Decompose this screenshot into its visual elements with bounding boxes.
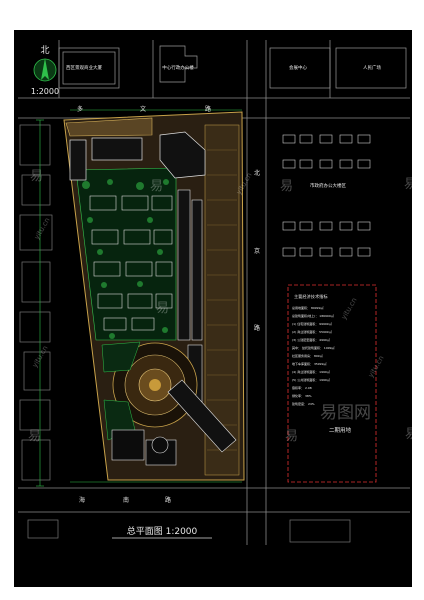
watermark-char: 易: [28, 429, 41, 444]
legend-line: (2) 商业建筑面积： 55999㎡: [292, 329, 332, 334]
legend-line: 地下车库面积： 35999㎡: [292, 361, 327, 366]
drawing-title: 总平面图 1:2000: [127, 525, 198, 537]
east-block-buildings: [282, 134, 371, 257]
legend-line: (1) 住宅建筑面积： 99999㎡: [292, 321, 332, 326]
residential-blocks: [89, 195, 173, 331]
north-label: 北: [40, 45, 49, 56]
central-circular-plaza: [112, 342, 198, 428]
trees: [82, 179, 169, 339]
legend-line: (5) 公共建筑面积： 1999㎡: [292, 377, 330, 382]
dimension-lines: [36, 109, 242, 487]
watermark-char: 易: [150, 179, 163, 194]
legend-title: 主要经济技术指标: [294, 293, 328, 300]
north-road-char-3: 路: [205, 105, 211, 113]
label-west-building: 西区景观商业大厦: [66, 64, 102, 71]
legend-line: 总用地面积： 89999㎡: [292, 305, 324, 310]
north-road-char-1: 多: [77, 105, 83, 113]
top-buildings: [58, 45, 407, 89]
residential-green-zone: [75, 167, 177, 341]
legend-line: (3) 公建配套面积： 4999㎡: [292, 337, 330, 342]
phase-two-label: 二期用地: [329, 426, 352, 434]
watermark-char: 易: [405, 427, 418, 442]
label-exhibition-center: 会展中心: [289, 64, 307, 71]
south-road-char-1: 海: [79, 496, 85, 504]
legend-line: (4) 商业建筑面积： 1999㎡: [292, 369, 330, 374]
east-road-char-2: 京: [254, 247, 260, 255]
diagonal-building: [167, 379, 237, 453]
label-admin-office: 中心行政办公楼: [162, 64, 194, 71]
legend-line: 总建筑面积(地上)： 186999㎡: [292, 313, 334, 318]
label-peoples-square: 人民广场: [363, 64, 381, 71]
watermark-char: 易: [404, 177, 417, 192]
east-block-label: 市政府办公大楼区: [310, 182, 346, 189]
west-buildings: [19, 124, 351, 543]
east-road-char-1: 北: [254, 169, 260, 177]
north-road-char-2: 文: [140, 105, 146, 113]
watermark-char: 易: [156, 301, 169, 316]
north-arrow: [33, 58, 57, 82]
scale-text: 1:2000: [31, 87, 59, 96]
south-road-char-3: 路: [165, 496, 171, 504]
southern-buildings: [111, 429, 177, 466]
south-road-char-2: 南: [123, 496, 129, 504]
watermark-char: 易: [280, 179, 293, 194]
legend-line: 容积率： 2.08: [292, 385, 312, 390]
legend-lines: 总用地面积： 89999㎡ 总建筑面积(地上)： 186999㎡ (1) 住宅建…: [292, 305, 335, 406]
legend-boundary: [287, 284, 377, 483]
legend-line: 建筑密度： 24%: [292, 401, 315, 406]
legend-line: 其中： 幼托建筑面积： 1999㎡: [292, 345, 335, 350]
legend-line: 绿化率： 38%: [292, 393, 312, 398]
watermark-char: 易: [30, 169, 43, 184]
north-plaza: [65, 117, 153, 137]
watermark-char: 易: [285, 429, 298, 444]
watermark-brand: 易图网: [320, 403, 371, 423]
commercial-buildings: [69, 131, 206, 181]
north-arrow-icon: [41, 58, 49, 80]
legend-line: 社区服务用房： 899㎡: [292, 353, 323, 358]
east-road-char-3: 路: [254, 324, 260, 332]
